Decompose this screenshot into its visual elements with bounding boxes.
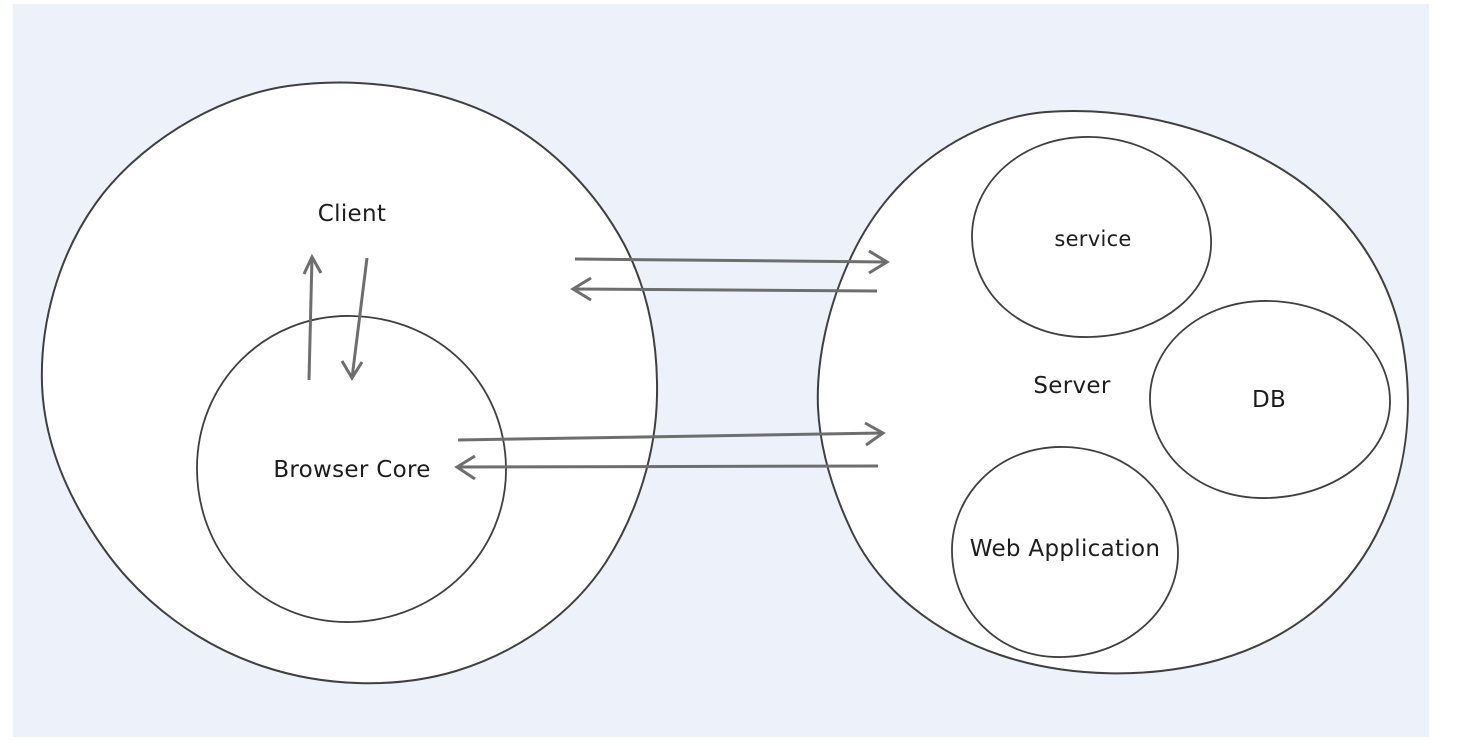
server-group: Server service DB Web Application [816, 110, 1409, 675]
browser-core-circle [196, 315, 507, 623]
web-application-label: Web Application [970, 536, 1160, 562]
arrow-browser-core-to-client [302, 253, 323, 381]
db-circle [1149, 300, 1391, 499]
client-label: Client [318, 201, 386, 227]
arrow-server-to-browser-core [454, 454, 879, 481]
client-group: Client Browser Core [40, 81, 659, 685]
web-application-circle [951, 446, 1179, 658]
service-label: service [1054, 227, 1131, 251]
arrow-client-to-browser-core [340, 257, 369, 381]
arrow-server-to-client [570, 276, 878, 302]
db-label: DB [1252, 387, 1286, 413]
server-label: Server [1033, 373, 1110, 399]
service-circle [971, 136, 1212, 338]
browser-core-label: Browser Core [273, 457, 430, 483]
arrow-browser-core-to-server [457, 421, 886, 447]
arrow-client-to-server [574, 249, 890, 275]
